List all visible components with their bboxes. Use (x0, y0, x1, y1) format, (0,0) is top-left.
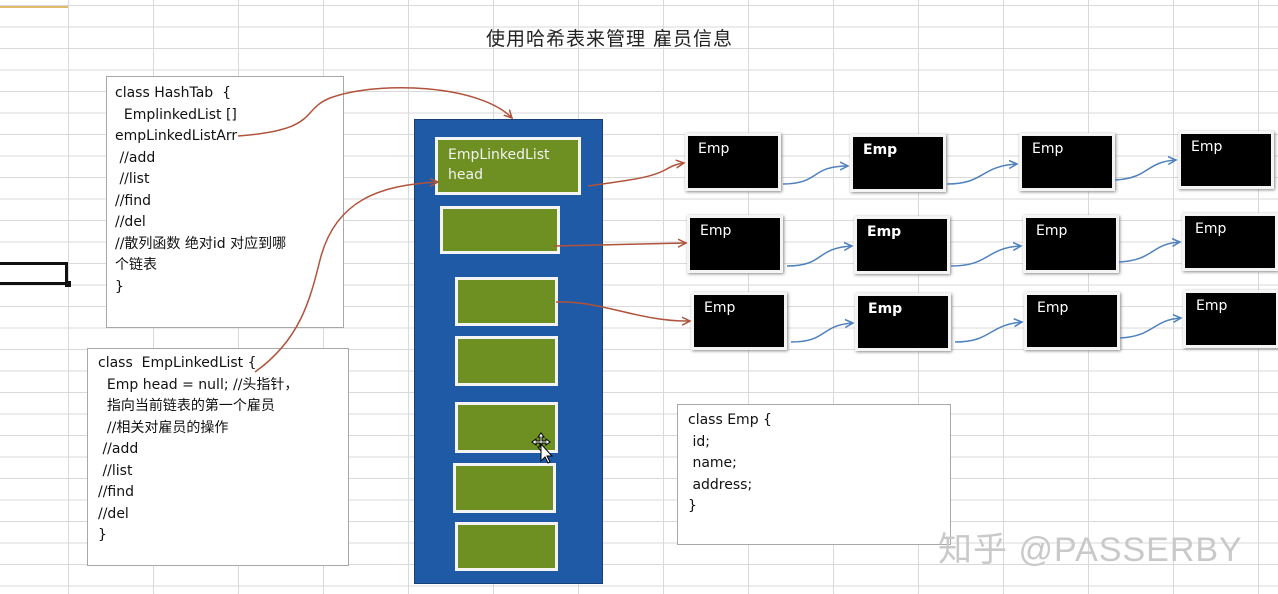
emp-node: Emp (1182, 213, 1278, 271)
code-line: } (98, 527, 107, 543)
code-line: //del (115, 214, 146, 230)
slot-label (456, 466, 553, 476)
code-line: //del (98, 505, 129, 522)
emp-label: Emp (863, 142, 898, 158)
slot-label (458, 280, 555, 290)
emp-node: Emp (854, 216, 950, 274)
code-line: } (115, 278, 124, 295)
emp-node: Emp (1023, 215, 1119, 273)
code-line: //add (98, 441, 139, 457)
code-line: class Emp { (688, 412, 772, 428)
emp-label: Emp (1036, 223, 1068, 239)
emp-node: Emp (855, 293, 951, 351)
cell-highlight-line (0, 6, 68, 8)
code-line: EmplinkedList [] (115, 106, 237, 123)
array-slot-2 (455, 277, 558, 326)
hashtab-code-box: class HashTab { EmplinkedList [] empLink… (106, 76, 344, 328)
emp-node: Emp (691, 292, 787, 350)
code-line: class HashTab { (115, 85, 231, 101)
code-line: //add (115, 149, 156, 166)
slot-label (443, 209, 557, 219)
diagram-title: 使用哈希表来管理 雇员信息 (486, 28, 734, 50)
array-slot-0: EmpLinkedList head (435, 137, 581, 195)
watermark: 知乎 @PASSERBY (938, 531, 1243, 569)
emp-node: Emp (850, 134, 946, 192)
emp-node: Emp (1178, 131, 1274, 189)
emp-node: Emp (685, 133, 781, 191)
emp-label: Emp (698, 141, 730, 157)
slot-label (458, 525, 555, 535)
code-line: //find (115, 192, 152, 209)
selected-cell-border (0, 262, 68, 285)
slot-label: EmpLinkedList head (448, 147, 550, 183)
code-line: address; (688, 476, 753, 493)
code-line: class EmpLinkedList { (98, 355, 257, 371)
emp-label: Emp (704, 300, 736, 316)
slot-label (458, 405, 555, 415)
emp-label: Emp (1191, 139, 1223, 155)
array-slot-6 (455, 522, 558, 571)
emp-label: Emp (1032, 141, 1064, 157)
fill-handle[interactable] (65, 281, 71, 287)
emp-class-code-box: class Emp { id; name; address; } (677, 404, 951, 545)
emp-label: Emp (868, 301, 903, 317)
array-slot-3 (455, 336, 558, 386)
emp-node: Emp (1019, 133, 1115, 191)
code-line: } (688, 498, 697, 514)
emp-label: Emp (1196, 298, 1228, 314)
code-line: //find (98, 484, 135, 500)
emp-label: Emp (867, 224, 902, 240)
array-slot-1 (440, 206, 560, 254)
slot-label (458, 339, 555, 349)
emp-node: Emp (1183, 290, 1278, 348)
emp-label: Emp (700, 223, 732, 239)
code-line: empLinkedListArr (115, 128, 238, 144)
move-cursor-icon (531, 432, 554, 464)
code-line: name; (688, 455, 737, 471)
emp-label: Emp (1195, 221, 1227, 237)
code-line: 个链表 (115, 257, 157, 273)
code-line: id; (688, 433, 710, 450)
code-line: //list (98, 462, 133, 479)
code-line: //list (115, 171, 150, 187)
array-slot-5 (453, 463, 556, 513)
code-line: //相关对雇员的操作 (98, 419, 229, 436)
code-line: 指向当前链表的第一个雇员 (98, 398, 275, 414)
code-line: Emp head = null; //头指针， (98, 376, 299, 393)
code-line: //散列函数 绝对id 对应到哪 (115, 235, 287, 252)
emp-node: Emp (687, 215, 783, 273)
emp-label: Emp (1037, 300, 1069, 316)
emplinkedlist-code-box: class EmpLinkedList { Emp head = null; /… (87, 348, 349, 566)
emp-node: Emp (1024, 292, 1120, 350)
